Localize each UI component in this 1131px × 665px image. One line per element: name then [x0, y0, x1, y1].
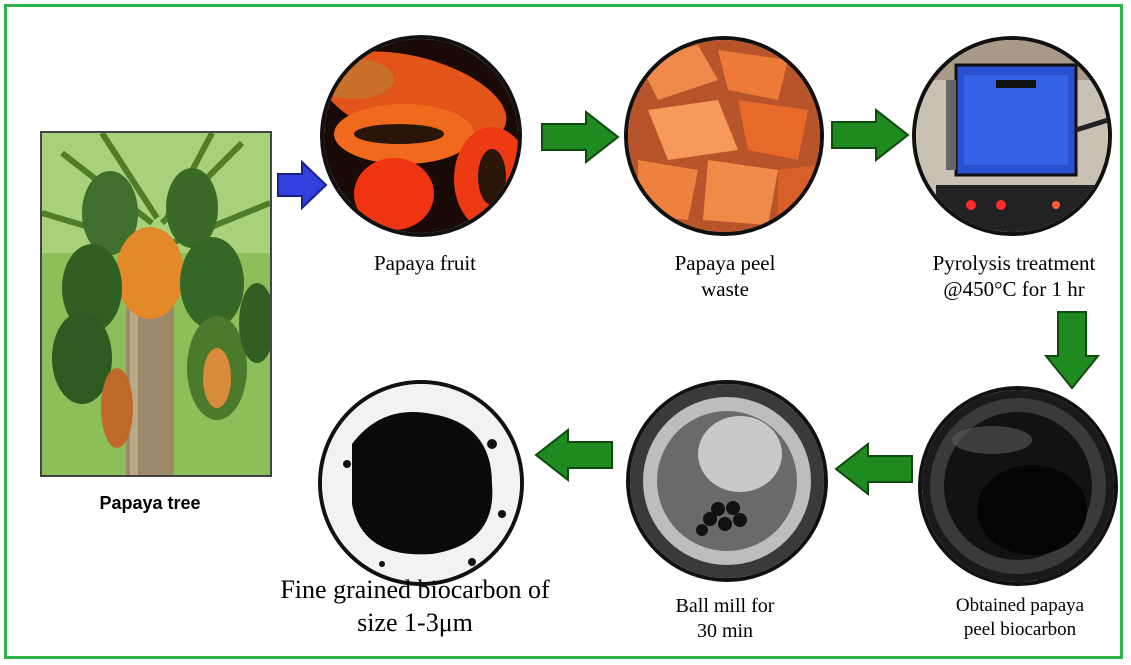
label-ball-mill-line2: 30 min: [630, 619, 820, 644]
label-biocarbon-line1: Obtained papaya: [920, 594, 1120, 618]
ball-mill-image: [626, 380, 828, 582]
label-peel-waste-line1: Papaya peel: [630, 250, 820, 276]
arrow-down-icon: [1044, 310, 1100, 390]
fine-biocarbon-image: [318, 380, 524, 586]
label-pyrolysis-line2: @450°C for 1 hr: [900, 276, 1128, 302]
arrow-left-icon: [834, 442, 914, 496]
label-papaya-fruit: Papaya fruit: [330, 250, 520, 276]
label-papaya-tree: Papaya tree: [55, 492, 245, 515]
label-biocarbon-line2: peel biocarbon: [920, 618, 1120, 642]
arrow-left-icon: [534, 428, 614, 482]
arrow-right-icon: [540, 110, 620, 164]
label-fine-biocarbon-line1: Fine grained biocarbon of: [250, 574, 580, 607]
label-fine-biocarbon: Fine grained biocarbon of size 1-3μm: [250, 574, 580, 639]
peel-waste-image: [624, 36, 824, 236]
label-biocarbon: Obtained papaya peel biocarbon: [920, 594, 1120, 642]
label-peel-waste: Papaya peel waste: [630, 250, 820, 303]
biocarbon-bowl-image: [918, 386, 1118, 586]
papaya-fruit-image: [320, 35, 522, 237]
arrow-right-icon: [830, 108, 910, 162]
label-pyrolysis-line1: Pyrolysis treatment: [900, 250, 1128, 276]
label-fine-biocarbon-line2: size 1-3μm: [250, 607, 580, 640]
arrow-right-icon: [276, 160, 328, 210]
label-pyrolysis: Pyrolysis treatment @450°C for 1 hr: [900, 250, 1128, 303]
papaya-tree-image: [40, 131, 272, 477]
label-ball-mill: Ball mill for 30 min: [630, 594, 820, 644]
label-ball-mill-line1: Ball mill for: [630, 594, 820, 619]
label-peel-waste-line2: waste: [630, 276, 820, 302]
pyrolysis-furnace-image: [912, 36, 1112, 236]
